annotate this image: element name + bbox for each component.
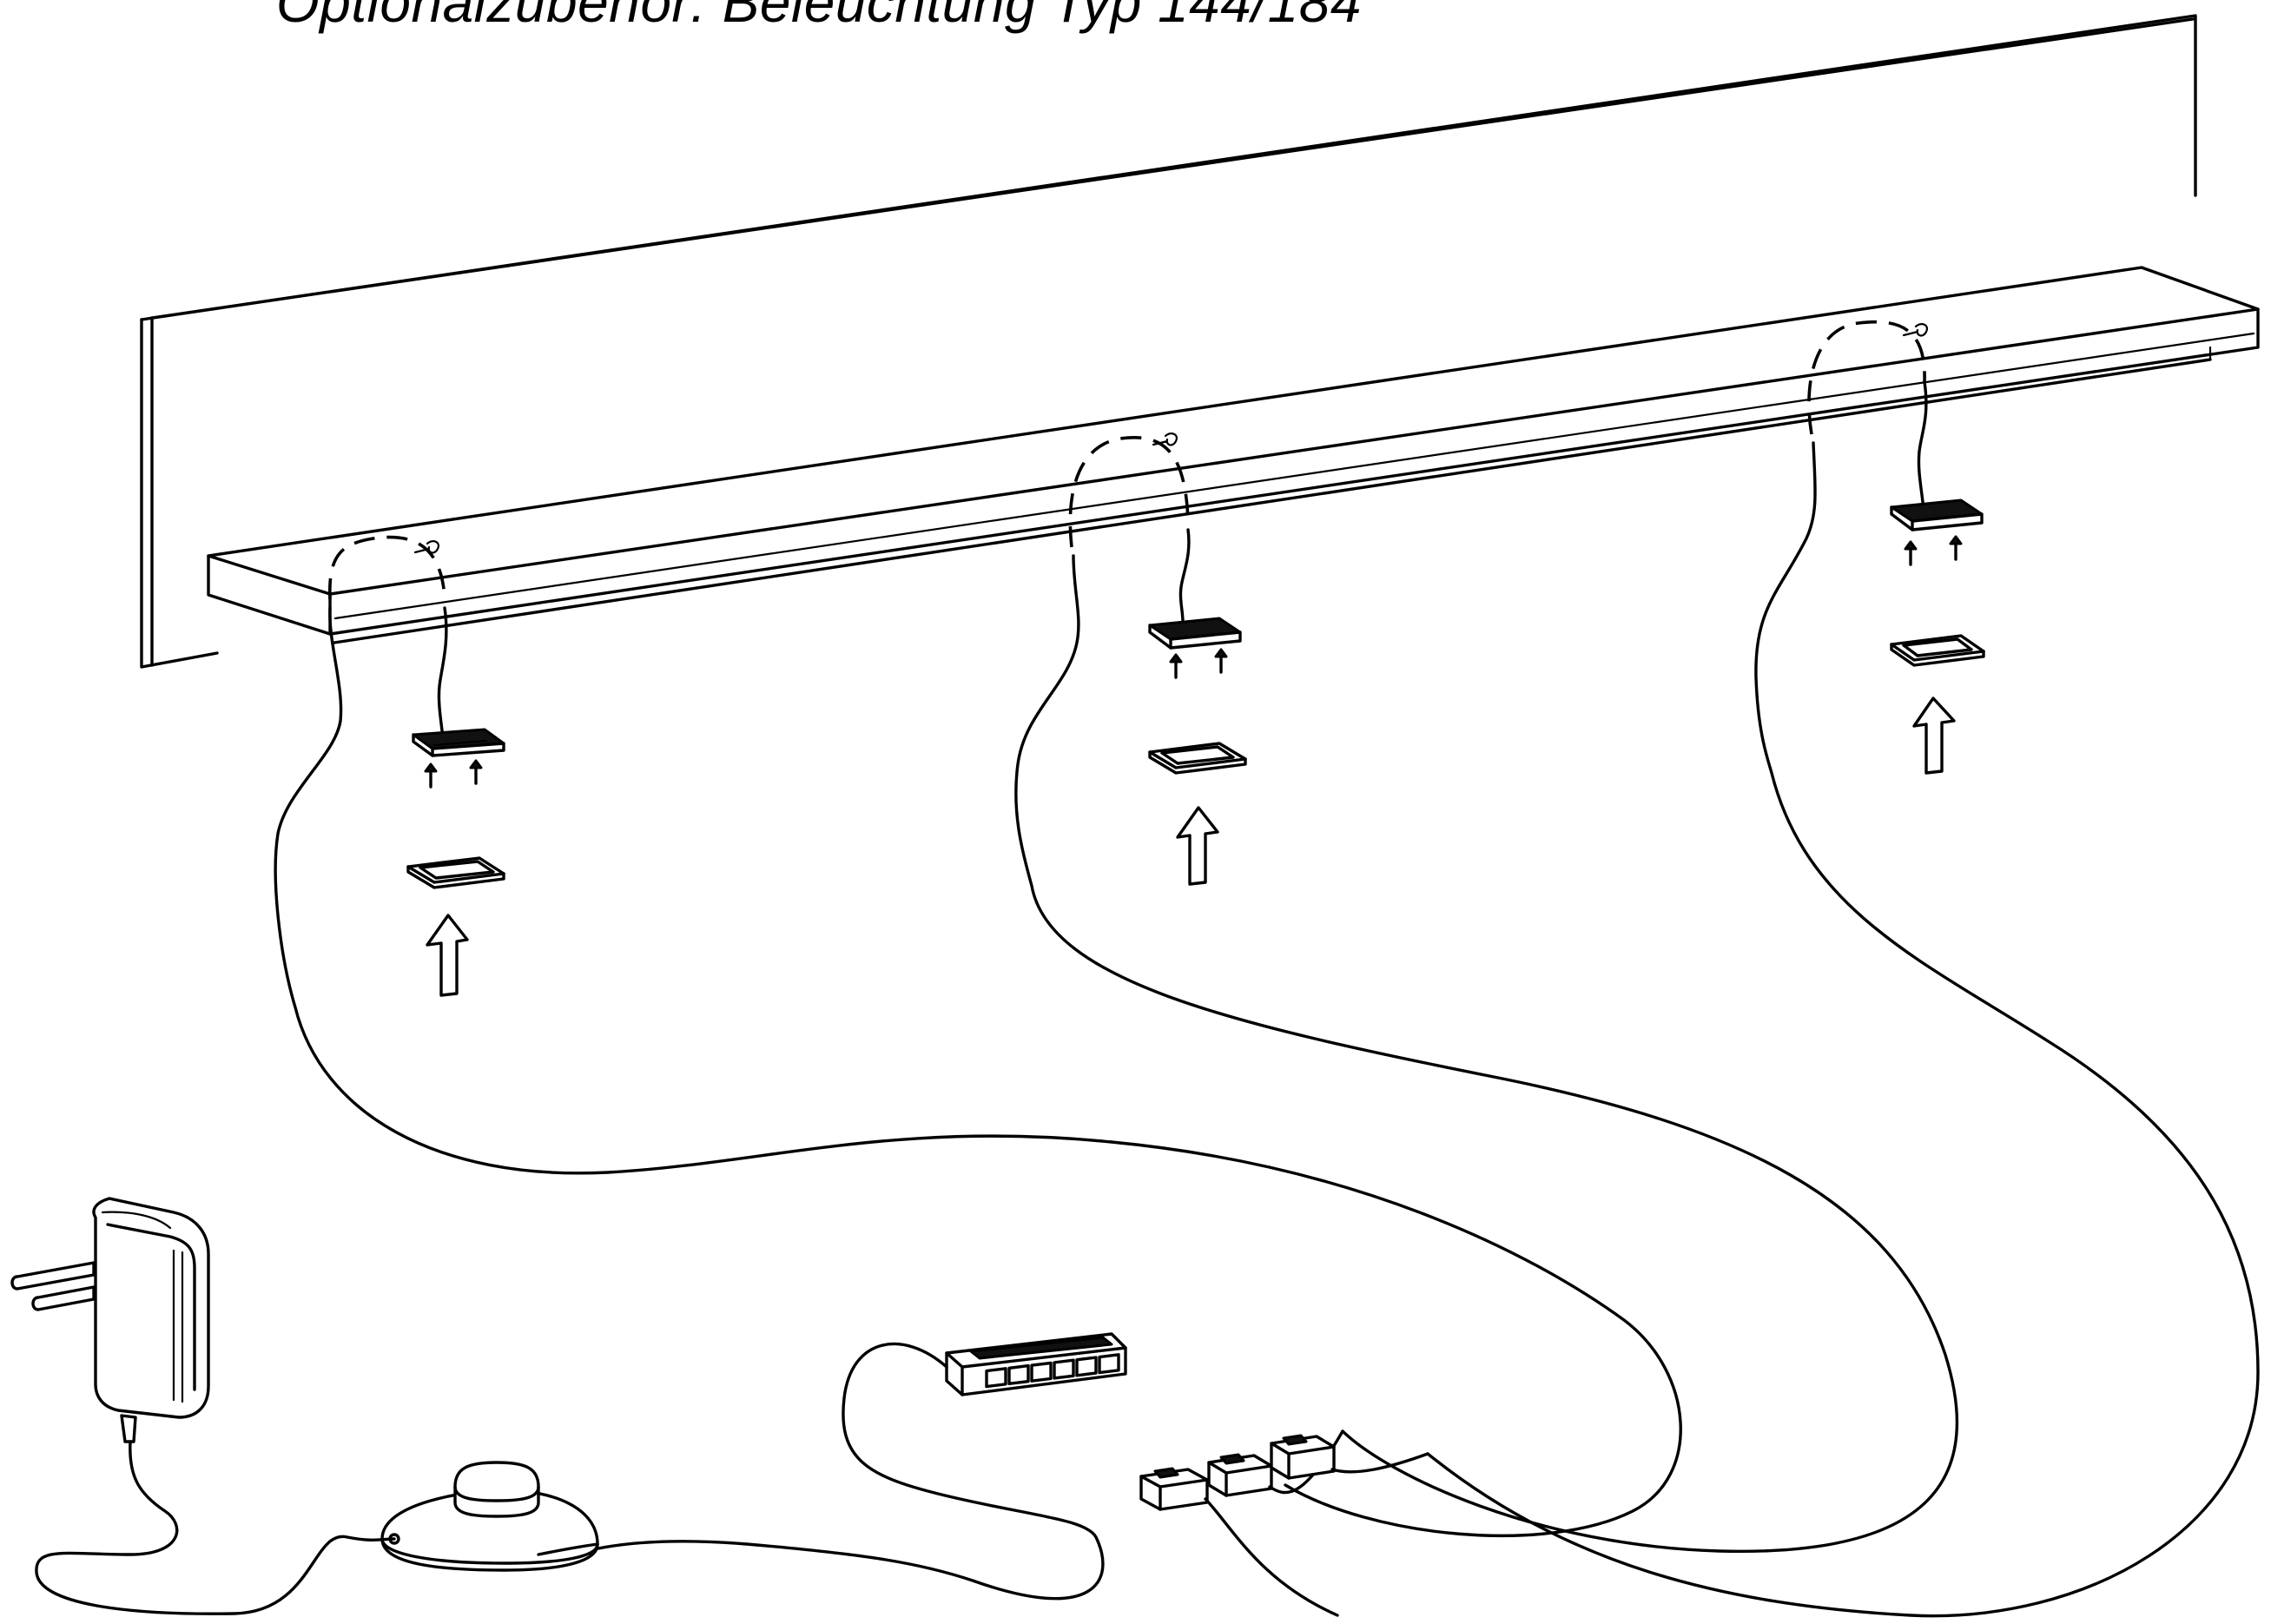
- screws-1: [424, 759, 483, 789]
- power-adapter: [10, 1197, 396, 1615]
- cable-clip-2: [1152, 432, 1178, 446]
- led-light-3: [1807, 320, 1985, 775]
- led-light-2: [1068, 432, 1247, 886]
- screws-2: [1169, 648, 1228, 679]
- mounting-ring-1: [406, 856, 505, 889]
- mounting-ring-3: [1890, 634, 1985, 667]
- plug-1: [1139, 1467, 1339, 1617]
- adapter-prongs: [10, 1261, 96, 1311]
- arrow-up-1: [426, 914, 469, 997]
- light-housing-3: [1890, 498, 1984, 531]
- arrow-up-2: [1176, 806, 1219, 886]
- distributor-ports: [985, 1353, 1120, 1389]
- light-housing-2: [1148, 617, 1242, 650]
- cable-clip-3: [1902, 323, 1928, 337]
- mounting-ring-2: [1148, 742, 1247, 775]
- light-housing-1: [412, 728, 505, 757]
- foot-switch: [380, 1461, 599, 1572]
- shelf-board: [207, 266, 2260, 644]
- arrow-up-3: [1912, 696, 1956, 775]
- light-cables: [274, 441, 2260, 1618]
- led-light-1: [328, 535, 505, 997]
- connector-plugs: [1139, 1429, 1429, 1617]
- cable-clip-1: [413, 540, 439, 554]
- screws-3: [1904, 535, 1963, 566]
- distributor-box: [571, 1332, 1127, 1601]
- diagram-title: Optionalzubehör: Beleuchtung Typ 144/184: [276, 0, 1362, 34]
- plug-3: [1270, 1434, 1429, 1480]
- wall-panel: [140, 14, 2197, 669]
